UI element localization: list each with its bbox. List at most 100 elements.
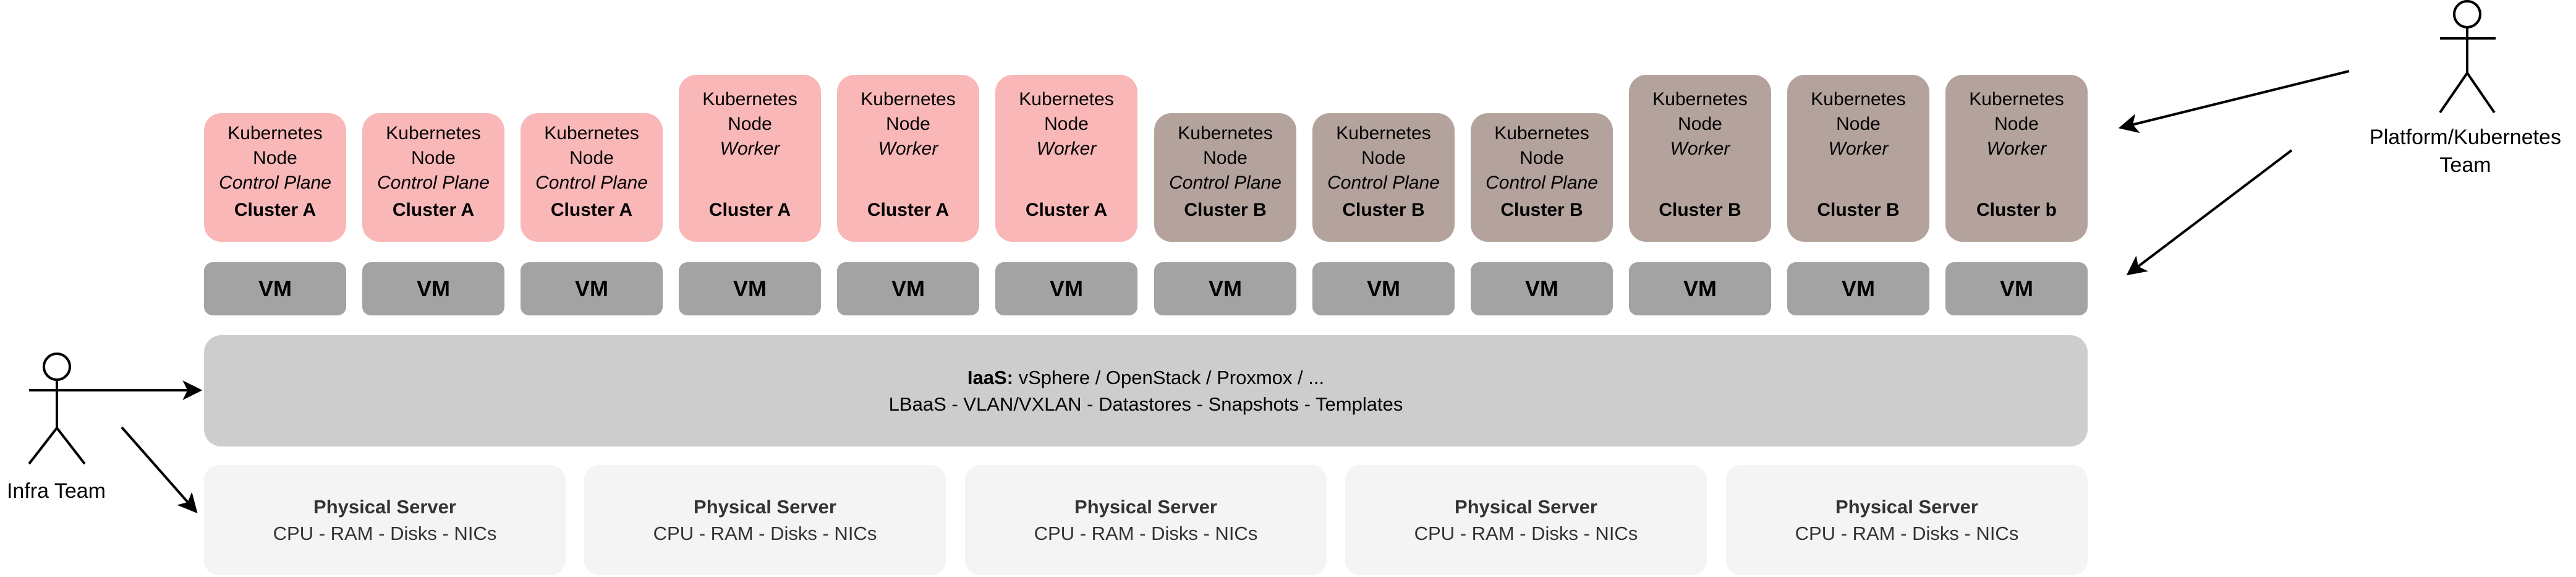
- iaas-title-line: IaaS: vSphere / OpenStack / Proxmox / ..…: [967, 364, 1324, 391]
- physical-server-title: Physical Server: [1074, 496, 1217, 518]
- node-title-line2: Node: [411, 148, 456, 168]
- physical-server-title: Physical Server: [1455, 496, 1597, 518]
- node-title-line1: Kubernetes: [227, 123, 323, 143]
- node-role: Worker: [1986, 139, 2047, 159]
- node-cluster-label: Cluster B: [1500, 200, 1583, 220]
- node-title-line1: Kubernetes: [1336, 123, 1431, 143]
- node-title-line2: Node: [569, 148, 614, 168]
- infra-actor-leg-left: [28, 427, 58, 465]
- node-cluster-label: Cluster B: [1184, 200, 1267, 220]
- node-cluster-label: Cluster A: [1025, 200, 1108, 220]
- node-title-line1: Kubernetes: [1019, 89, 1114, 109]
- node-title-line2: Node: [1678, 114, 1722, 134]
- iaas-layer: IaaS: vSphere / OpenStack / Proxmox / ..…: [204, 335, 2088, 447]
- node-title-line1: Kubernetes: [1652, 89, 1748, 109]
- platform-actor-leg-left: [2439, 72, 2468, 114]
- node-role: Worker: [1828, 139, 1889, 159]
- physical-server-title: Physical Server: [313, 496, 456, 518]
- node-role: Control Plane: [1327, 173, 1440, 193]
- vm-box-11: VM: [1787, 262, 1929, 315]
- infra-actor-head: [43, 353, 71, 381]
- node-title-line1: Kubernetes: [386, 123, 481, 143]
- node-role: Worker: [878, 139, 938, 159]
- platform-actor-head: [2453, 0, 2481, 28]
- node-title-line2: Node: [1203, 148, 1248, 168]
- iaas-title-rest: vSphere / OpenStack / Proxmox / ...: [1013, 367, 1325, 388]
- physical-server-specs: CPU - RAM - Disks - NICs: [1034, 523, 1258, 544]
- node-role: Worker: [1670, 139, 1730, 159]
- node-title-line1: Kubernetes: [544, 123, 639, 143]
- node-title-line1: Kubernetes: [1494, 123, 1589, 143]
- physical-server-specs: CPU - RAM - Disks - NICs: [653, 523, 877, 544]
- arrow-platform-to-vms: [2126, 149, 2293, 276]
- vm-box-4: VM: [679, 262, 821, 315]
- iaas-title-bold: IaaS:: [967, 367, 1013, 388]
- vm-box-2: VM: [362, 262, 504, 315]
- node-title-line2: Node: [886, 114, 930, 134]
- node-title-line2: Node: [253, 148, 297, 168]
- node-cluster-label: Cluster B: [1659, 200, 1741, 220]
- physical-server-specs: CPU - RAM - Disks - NICs: [273, 523, 497, 544]
- node-title-line2: Node: [1836, 114, 1881, 134]
- physical-server-title: Physical Server: [694, 496, 836, 518]
- node-title-line1: Kubernetes: [861, 89, 956, 109]
- node-title-line2: Node: [1994, 114, 2039, 134]
- vm-box-9: VM: [1471, 262, 1613, 315]
- node-title-line1: Kubernetes: [1811, 89, 1906, 109]
- vm-box-6: VM: [995, 262, 1137, 315]
- vm-box-1: VM: [204, 262, 346, 315]
- vm-box-12: VM: [1945, 262, 2088, 315]
- node-role: Worker: [720, 139, 780, 159]
- platform-team-label-line: Platform/Kubernetes: [2370, 126, 2561, 149]
- platform-team-label-line: Team: [2439, 153, 2491, 177]
- node-title-line1: Kubernetes: [1969, 89, 2064, 109]
- physical-server-title: Physical Server: [1835, 496, 1978, 518]
- node-role: Control Plane: [219, 173, 331, 193]
- node-title-line2: Node: [728, 114, 772, 134]
- node-role: Control Plane: [1486, 173, 1598, 193]
- node-role: Worker: [1036, 139, 1097, 159]
- node-title-line2: Node: [1361, 148, 1406, 168]
- node-title-line2: Node: [1044, 114, 1089, 134]
- physical-server-specs: CPU - RAM - Disks - NICs: [1414, 523, 1638, 544]
- node-cluster-label: Cluster b: [1976, 200, 2057, 220]
- node-role: Control Plane: [377, 173, 490, 193]
- node-cluster-label: Cluster B: [1342, 200, 1425, 220]
- vm-box-3: VM: [521, 262, 663, 315]
- node-cluster-label: Cluster A: [550, 200, 633, 220]
- node-cluster-label: Cluster A: [234, 200, 317, 220]
- vm-box-5: VM: [837, 262, 979, 315]
- platform-actor-leg-right: [2466, 72, 2496, 114]
- arrow-platform-to-nodes: [2118, 70, 2350, 134]
- node-cluster-label: Cluster A: [392, 200, 475, 220]
- node-title-line1: Kubernetes: [702, 89, 797, 109]
- vm-box-8: VM: [1312, 262, 1455, 315]
- node-cluster-label: Cluster A: [708, 200, 791, 220]
- vm-box-7: VM: [1154, 262, 1296, 315]
- iaas-services-line: LBaaS - VLAN/VXLAN - Datastores - Snapsh…: [888, 393, 1403, 415]
- infra-team-label-line: Infra Team: [6, 479, 106, 503]
- node-title-line2: Node: [1520, 148, 1564, 168]
- node-cluster-label: Cluster A: [867, 200, 950, 220]
- node-role: Control Plane: [535, 173, 648, 193]
- vm-box-10: VM: [1629, 262, 1771, 315]
